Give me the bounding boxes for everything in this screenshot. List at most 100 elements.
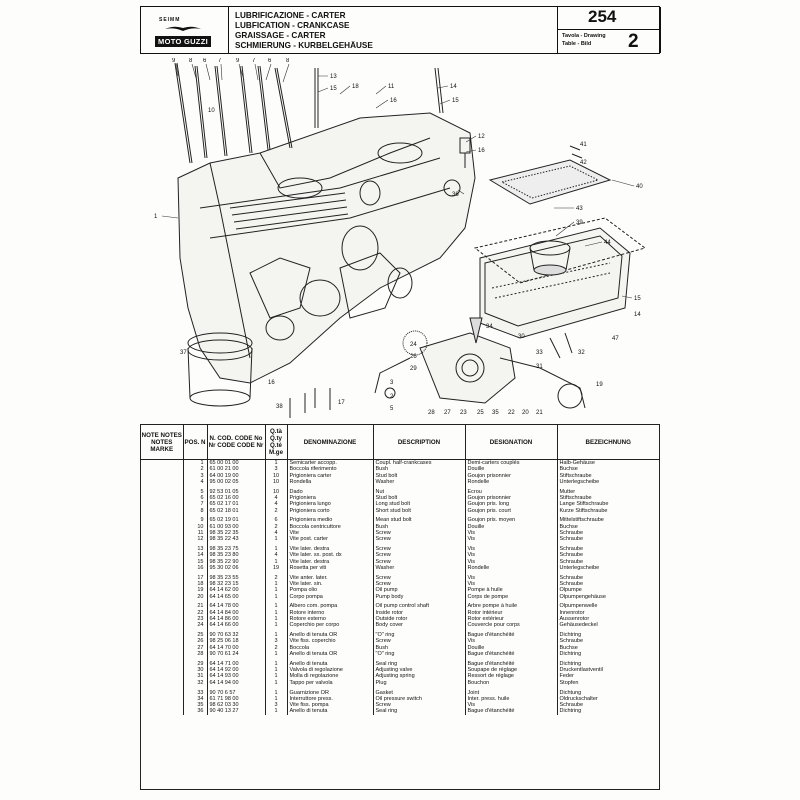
- cell-denominazione: Rotore interno: [287, 609, 374, 617]
- cell-code: 65 02 18 01: [207, 507, 266, 514]
- cell-qty: 1: [265, 673, 288, 680]
- cell-pos: [183, 542, 208, 547]
- callout-number: 15: [330, 86, 337, 92]
- cell-note: [141, 494, 184, 502]
- col-header-code: N. COD. CODE No Nr CODE CODE Nr: [207, 425, 266, 460]
- callout-number: 19: [596, 382, 603, 388]
- cell-pos: 13: [183, 546, 208, 553]
- table-row: [141, 599, 659, 604]
- callout-number: 28: [428, 410, 435, 416]
- cell-code: 90 70 63 32: [207, 632, 266, 639]
- cell-description: Inside rotor: [373, 609, 466, 617]
- cell-denominazione: Prigioniera corto: [287, 507, 374, 514]
- cell-designation: Douille: [465, 466, 558, 473]
- cell-description: Screw: [373, 546, 466, 553]
- cell-note: [141, 679, 184, 686]
- cell-code: 98 35 22 90: [207, 558, 266, 565]
- cell-pos: 16: [183, 564, 208, 572]
- cell-code: [207, 571, 266, 575]
- cell-bezeichnung: Buchse: [559, 466, 578, 473]
- cell-designation: Ressort de réglage: [465, 673, 558, 680]
- cell-qty: 1: [265, 459, 288, 467]
- cell-bezeichnung: Feder: [559, 673, 574, 680]
- cell-code: 90 40 13 27: [207, 708, 266, 715]
- cell-bezeichnung: Dichtring: [559, 660, 582, 667]
- callout-number: 27: [444, 410, 451, 416]
- cell-designation: Vis: [465, 702, 558, 709]
- cell-description: [373, 686, 466, 690]
- cell-code: 64 14 94 00: [207, 679, 266, 686]
- cell-code: 98 35 23 55: [207, 574, 266, 582]
- callout-number: 44: [604, 240, 611, 246]
- cell-designation: Goujon pris. long: [465, 501, 558, 508]
- cell-qty: 1: [265, 689, 288, 696]
- cell-code: 98 35 22 35: [207, 529, 266, 537]
- cell-designation: Pompe à huile: [465, 587, 558, 594]
- title-english: LUBFICATION - CRANKCASE: [235, 21, 350, 30]
- cell-bezeichnung: Schraube: [559, 638, 584, 645]
- cell-code: 65 02 19 01: [207, 517, 266, 524]
- cell-qty: 3: [265, 638, 288, 645]
- cell-description: Oil pressure switch: [373, 695, 466, 703]
- cell-description: Screw: [373, 558, 466, 565]
- cell-designation: [465, 485, 558, 489]
- cell-note: [141, 507, 184, 514]
- cell-denominazione: Boccola centricuttore: [287, 523, 374, 530]
- cell-description: Washer: [373, 478, 466, 486]
- cell-qty: [265, 686, 288, 690]
- cell-bezeichnung: Buchse: [559, 523, 578, 530]
- page-header: SEIMM MOTO GUZZI LUBRIFICAZIONE - CARTER…: [140, 6, 661, 54]
- callout-number: 40: [636, 184, 643, 190]
- cell-pos: 24: [183, 622, 208, 629]
- cell-bezeichnung: Ölpumpe: [559, 587, 582, 594]
- cell-denominazione: Semicarter accopp.: [287, 459, 374, 467]
- cell-denominazione: Vite later. destra: [287, 558, 374, 565]
- callout-number: 37: [180, 350, 187, 356]
- cell-code: [207, 657, 266, 661]
- cell-note: [141, 529, 184, 537]
- cell-designation: Soupape de réglage: [465, 667, 558, 674]
- cell-pos: 1: [183, 459, 208, 467]
- cell-description: [373, 599, 466, 604]
- cell-qty: 1: [265, 695, 288, 703]
- cell-note: [141, 657, 184, 661]
- cell-description: Seal ring: [373, 708, 466, 715]
- cell-denominazione: Valvola di regolazione: [287, 667, 374, 674]
- cell-pos: 22: [183, 609, 208, 617]
- cell-code: 98 62 03 30: [207, 702, 266, 709]
- cell-qty: 2: [265, 574, 288, 582]
- cell-qty: 1: [265, 536, 288, 543]
- cell-pos: 5: [183, 488, 208, 495]
- cell-code: [207, 599, 266, 604]
- cell-designation: Rotor extérieur: [465, 616, 558, 623]
- cell-note: [141, 628, 184, 633]
- cell-designation: Rondelle: [465, 564, 558, 572]
- cell-pos: 3: [183, 472, 208, 479]
- cell-note: [141, 593, 184, 600]
- cell-code: 61 71 98 00: [207, 695, 266, 703]
- cell-qty: [265, 571, 288, 575]
- cell-code: 64 14 71 00: [207, 660, 266, 668]
- cell-code: [207, 542, 266, 547]
- cell-qty: 4: [265, 494, 288, 502]
- cell-denominazione: Rosetta per viti: [287, 564, 374, 572]
- callout-number: 14: [450, 84, 457, 90]
- cell-qty: 10: [265, 488, 288, 495]
- cell-qty: [265, 628, 288, 633]
- brand-small-text: SEIMM: [159, 17, 181, 23]
- col-header-note: NOTE NOTES NOTES MARKE: [141, 425, 184, 460]
